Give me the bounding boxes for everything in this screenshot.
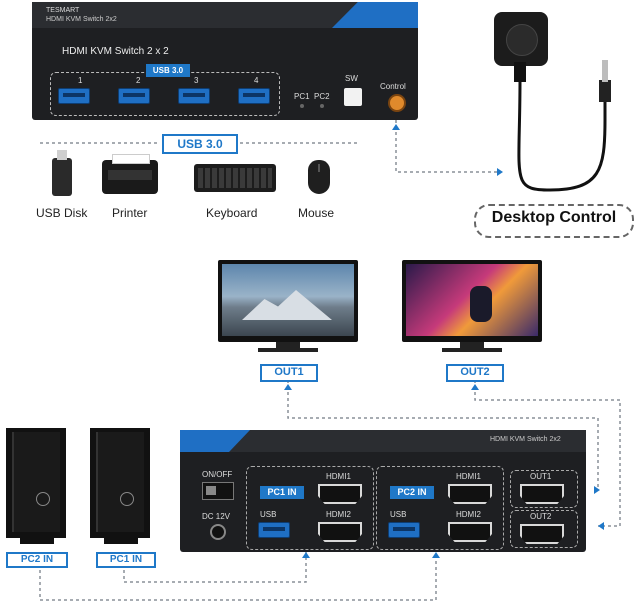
out2-line [474,380,621,527]
pc2-hdmi1-port[interactable] [448,484,492,504]
peripheral-printer-label: Printer [112,206,148,220]
control-button-icon [506,24,538,56]
pc2-hdmi1-label: HDMI1 [456,472,481,481]
pc1-hdmi1-label: HDMI1 [326,472,351,481]
port-number-2: 2 [136,76,141,85]
pc2-port-group [376,466,504,550]
back-model-label: HDMI KVM Switch 2x2 [490,436,561,443]
hp-logo-icon [120,492,134,506]
usb-port-2[interactable] [118,88,150,104]
control-cable [514,60,611,192]
sw-label: SW [345,74,358,83]
pc-tower-1-foot [104,538,138,544]
pc2-line [39,552,437,601]
peripheral-usb-disk-label: USB Disk [36,206,88,220]
pc2-usb-port[interactable] [388,522,420,538]
usb-group-label: USB 3.0 [146,64,190,77]
brand-label: TESMART [46,7,80,14]
pc1-hdmi2-port[interactable] [318,522,362,542]
pc2-in-tag: PC2 IN [6,552,68,568]
pc2-in-label: PC2 IN [390,486,434,499]
pc1-usb-port[interactable] [258,522,290,538]
monitor-2-screen [406,264,538,336]
out1-hdmi-port[interactable] [520,484,564,504]
usb-port-4[interactable] [238,88,270,104]
peripheral-mouse-label: Mouse [298,206,335,220]
mouse-icon [308,160,330,194]
out1-tag: OUT1 [260,364,318,382]
desktop-control-puck[interactable] [494,12,548,66]
peripheral-keyboard-label: Keyboard [206,206,258,220]
control-jack[interactable] [388,94,406,112]
model-small-label: HDMI KVM Switch 2x2 [46,16,117,23]
out1-port-group [510,470,578,508]
pc-tower-1 [90,428,150,538]
power-switch[interactable] [202,482,234,500]
monitor-2 [402,260,542,342]
monitor-2-base [442,348,502,352]
dc-label: DC 12V [202,512,231,521]
pc-tower-2 [6,428,66,538]
device-accent-stripe [180,430,250,452]
port-number-4: 4 [254,76,259,85]
pc-tower-2-foot [20,538,54,544]
monitor-1-base [258,348,318,352]
desktop-control-frame [474,204,634,238]
monitor-1 [218,260,358,342]
out2-tag: OUT2 [446,364,504,382]
pc1-hdmi2-label: HDMI2 [326,510,351,519]
usb-banner: USB 3.0 [162,134,238,154]
monitor-1-stand [276,342,300,348]
pc1-hdmi1-port[interactable] [318,484,362,504]
keyboard-icon [194,164,276,192]
out1-port-label: OUT1 [530,472,552,481]
kvm-front-panel: TESMART HDMI KVM Switch 2x2 HDMI KVM Swi… [32,2,418,120]
control-port-label: Control [380,82,406,91]
usb-disk-icon [52,150,72,196]
port-number-3: 3 [194,76,199,85]
pc1-led-label: PC1 [294,92,310,101]
out2-port-group [510,510,578,548]
power-switch-label: ON/OFF [202,470,233,479]
pc1-led [300,104,304,108]
pc1-in-label: PC1 IN [260,486,304,499]
pc1-line [123,552,307,583]
usb-port-3[interactable] [178,88,210,104]
pc2-led [320,104,324,108]
monitor-1-screen [222,264,354,336]
out1-line [287,380,599,490]
desktop-control-label: Desktop Control [491,209,617,226]
dc-power-jack[interactable] [210,524,226,540]
out2-port-label: OUT2 [530,512,552,521]
port-number-1: 1 [78,76,83,85]
switch-button[interactable] [344,88,362,106]
usb-port-1[interactable] [58,88,90,104]
pc1-usb-label: USB [260,510,277,519]
pc2-usb-label: USB [390,510,407,519]
pc2-hdmi2-label: HDMI2 [456,510,481,519]
pc1-port-group [246,466,374,550]
hp-logo-icon [36,492,50,506]
pc1-in-tag: PC1 IN [96,552,156,568]
monitor-2-stand [460,342,484,348]
out2-hdmi-port[interactable] [520,524,564,544]
pc2-hdmi2-port[interactable] [448,522,492,542]
printer-icon [102,154,158,194]
pc2-led-label: PC2 [314,92,330,101]
kvm-back-panel: HDMI KVM Switch 2x2 ON/OFF DC 12V PC1 IN… [180,430,586,552]
device-title: HDMI KVM Switch 2 x 2 [62,46,169,57]
control-line [395,120,500,173]
